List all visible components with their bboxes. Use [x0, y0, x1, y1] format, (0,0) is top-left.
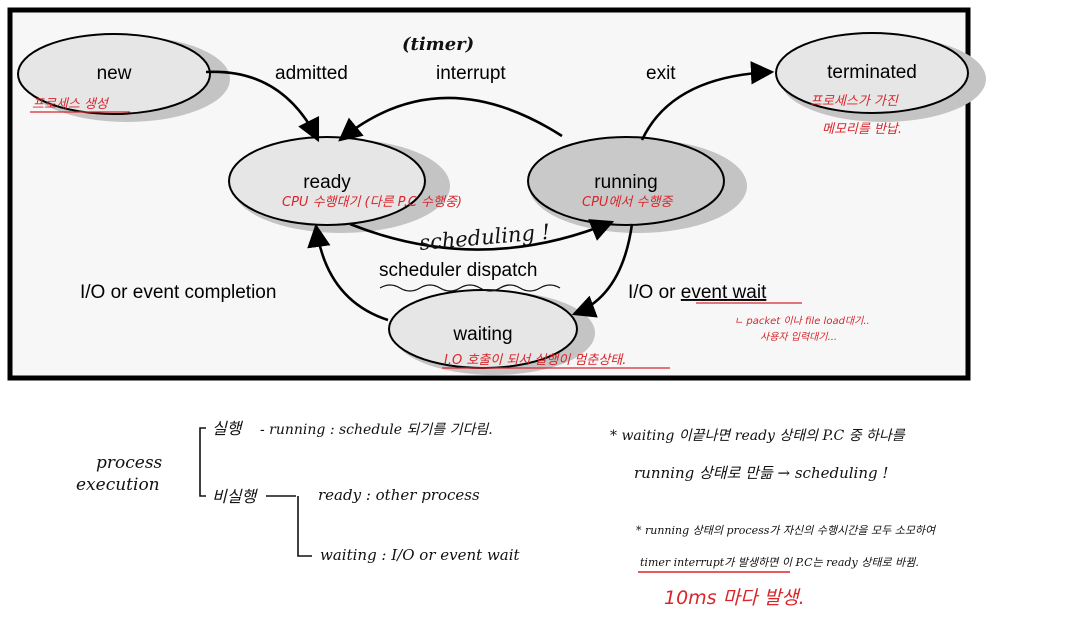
process-label: process	[96, 453, 163, 473]
exec-detail: - running : schedule 되기를 기다림.	[260, 422, 493, 438]
waiting-note: I.O 호출이 되서 실행이 멈춘상태.	[444, 353, 626, 368]
state-running-label: running	[594, 172, 657, 193]
ten-ms-note: 10ms 마다 발생.	[664, 587, 805, 609]
state-running: running	[527, 136, 747, 233]
state-ready: ready	[228, 136, 450, 233]
arrow-event-wait	[571, 223, 634, 318]
label-event-wait-prefix: I/O or	[628, 282, 681, 303]
arrow-exit	[640, 61, 775, 141]
label-event-wait-underlined: event wait	[681, 282, 767, 303]
terminated-note-1: 프로세스가 가진	[810, 94, 899, 109]
state-new: new	[17, 33, 230, 122]
note2-line2: timer interrupt가 발생하면 이 P.C는 ready 상태로 바…	[640, 556, 919, 569]
ready-note: CPU 수행대기 (다른 P.C 수행중)	[282, 195, 462, 210]
event-wait-note-1: ㄴ packet 이나 file load대기..	[734, 315, 870, 327]
new-note: 프로세스 생성	[32, 97, 110, 112]
label-interrupt: interrupt	[436, 63, 506, 84]
label-io-completion: I/O or event completion	[80, 282, 276, 303]
state-terminated-label: terminated	[827, 62, 917, 83]
scheduling-notes: * waiting 이끝나면 ready 상태의 P.C 중 하나를 runni…	[610, 428, 937, 609]
waiting-detail: waiting : I/O or event wait	[320, 546, 521, 564]
tree-bracket-sub	[266, 495, 312, 557]
label-event-wait: I/O or event wait	[628, 282, 767, 303]
terminated-note-2: 메모리를 반납.	[822, 122, 902, 137]
note1-line2: running 상태로 만듦 → scheduling !	[634, 464, 888, 482]
nonexec-branch: 비실행	[212, 487, 258, 506]
execution-label: execution	[76, 475, 160, 495]
note2-line1: * running 상태의 process가 자신의 수행시간을 모두 소모하여	[636, 524, 937, 537]
arrow-admitted	[205, 70, 320, 143]
event-wait-note-2: 사용자 입력대기...	[760, 331, 837, 343]
state-new-label: new	[97, 63, 132, 84]
tree-bracket-main	[199, 427, 206, 497]
label-exit: exit	[646, 63, 676, 84]
ready-detail: ready : other process	[318, 486, 480, 504]
timer-note: (timer)	[402, 34, 474, 55]
running-note: CPU에서 수행중	[582, 195, 673, 210]
arrow-io-completion	[307, 223, 389, 322]
state-ready-label: ready	[303, 172, 351, 193]
label-scheduler-dispatch: scheduler dispatch	[379, 260, 537, 281]
exec-branch: 실행	[212, 419, 244, 438]
note1-line1: * waiting 이끝나면 ready 상태의 P.C 중 하나를	[610, 428, 906, 444]
scheduler-dispatch-squiggle	[379, 284, 561, 292]
arrow-scheduler-dispatch	[349, 219, 615, 251]
arrow-interrupt	[338, 96, 563, 142]
process-execution-tree: process execution 실행 - running : schedul…	[76, 419, 521, 564]
state-terminated: terminated	[775, 32, 986, 122]
state-waiting: waiting	[388, 289, 595, 375]
label-admitted: admitted	[275, 63, 348, 84]
state-waiting-label: waiting	[452, 324, 512, 345]
